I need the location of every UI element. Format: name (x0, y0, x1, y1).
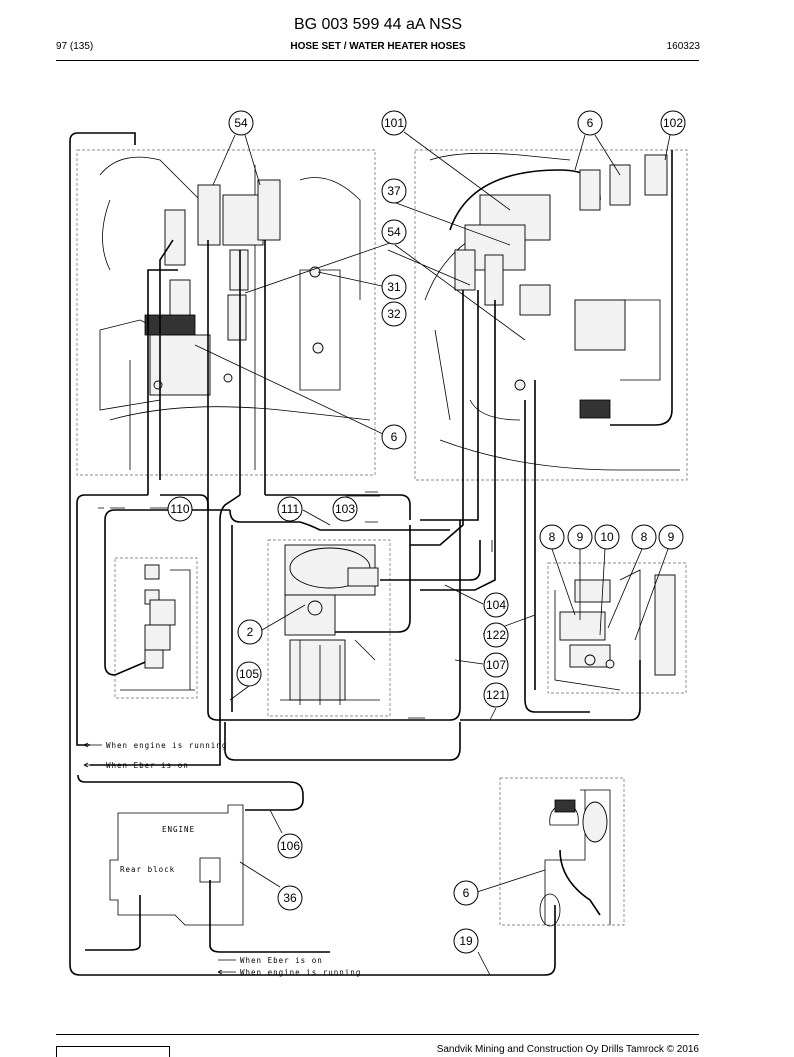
document-code: 160323 (666, 41, 700, 52)
footer-rule (56, 1034, 699, 1035)
svg-text:19: 19 (459, 934, 473, 948)
callout-106: 106 (277, 833, 303, 859)
callout-54-middle: 54 (381, 219, 407, 245)
rear-block-label: Rear block (120, 865, 175, 874)
leader-lines (150, 131, 671, 976)
callout-8-right: 8 (631, 524, 657, 550)
connector-detail (554, 569, 676, 691)
svg-text:106: 106 (280, 839, 300, 853)
svg-text:2: 2 (247, 625, 254, 639)
svg-text:8: 8 (641, 530, 648, 544)
svg-text:36: 36 (283, 891, 297, 905)
header-rule (56, 60, 699, 61)
svg-text:101: 101 (384, 116, 404, 130)
detail-frame-left (76, 149, 376, 476)
svg-text:107: 107 (486, 658, 506, 672)
svg-text:10: 10 (600, 530, 614, 544)
callout-19: 19 (453, 928, 479, 954)
callout-104: 104 (483, 592, 509, 618)
detail-frame-valve (114, 557, 198, 699)
callout-101: 101 (381, 110, 407, 136)
svg-text:54: 54 (387, 225, 401, 239)
svg-text:6: 6 (391, 430, 398, 444)
callout-8-left: 8 (539, 524, 565, 550)
svg-text:9: 9 (577, 530, 584, 544)
callout-37: 37 (381, 178, 407, 204)
callout-111: 111 (277, 496, 303, 522)
callout-102: 102 (660, 110, 686, 136)
svg-text:9: 9 (668, 530, 675, 544)
flow-notes: When engine is running When Eber is on W… (83, 741, 361, 977)
svg-text:31: 31 (387, 280, 401, 294)
svg-text:32: 32 (387, 307, 401, 321)
svg-text:102: 102 (663, 116, 683, 130)
callout-122: 122 (483, 622, 509, 648)
svg-text:104: 104 (486, 598, 506, 612)
callout-32: 32 (381, 301, 407, 327)
copyright-text: Sandvik Mining and Construction Oy Drill… (436, 1044, 699, 1055)
engine-block: ENGINE Rear block (109, 804, 244, 926)
callout-6-left: 6 (381, 424, 407, 450)
heater-unit-detail (280, 544, 380, 705)
callout-54-top: 54 (228, 110, 254, 136)
note-eber-on: When Eber is on (106, 761, 189, 770)
engine-label: ENGINE (162, 825, 195, 834)
left-assembly-detail (69, 132, 556, 976)
right-assembly-detail (410, 150, 680, 713)
callout-36: 36 (277, 885, 303, 911)
note-engine-running: When engine is running (106, 741, 227, 750)
note-engine-running-lower: When engine is running (240, 968, 361, 977)
page-number: 97 (135) (56, 41, 94, 52)
svg-text:6: 6 (587, 116, 594, 130)
callout-6-top: 6 (577, 110, 603, 136)
callout-110: 110 (167, 496, 193, 522)
svg-text:37: 37 (387, 184, 401, 198)
detail-frame-heater (267, 539, 391, 717)
svg-text:8: 8 (549, 530, 556, 544)
svg-text:105: 105 (239, 667, 259, 681)
callout-107: 107 (483, 652, 509, 678)
svg-text:6: 6 (463, 886, 470, 900)
valve-block-detail (120, 564, 195, 691)
svg-text:54: 54 (234, 116, 248, 130)
sandvik-logo (56, 1046, 170, 1057)
svg-text:103: 103 (335, 502, 355, 516)
document-id: BG 003 599 44 aA NSS (293, 16, 463, 33)
callout-10: 10 (594, 524, 620, 550)
hose-routes (76, 491, 641, 953)
callout-9-right: 9 (658, 524, 684, 550)
svg-text:121: 121 (486, 688, 506, 702)
detail-frame-bracket (499, 777, 625, 926)
note-eber-on-lower: When Eber is on (240, 956, 323, 965)
detail-frame-connector (547, 562, 687, 694)
svg-text:110: 110 (170, 502, 189, 516)
callout-9-left: 9 (567, 524, 593, 550)
section-title: HOSE SET / WATER HEATER HOSES (290, 41, 466, 52)
callout-105: 105 (236, 661, 262, 687)
callout-6-bottom: 6 (453, 880, 479, 906)
svg-text:111: 111 (281, 502, 300, 516)
callout-31: 31 (381, 274, 407, 300)
callout-103: 103 (332, 496, 358, 522)
detail-frame-right (414, 149, 688, 481)
svg-text:122: 122 (486, 628, 506, 642)
callout-121: 121 (483, 682, 509, 708)
callout-2: 2 (237, 619, 263, 645)
bracket-detail (539, 789, 611, 927)
